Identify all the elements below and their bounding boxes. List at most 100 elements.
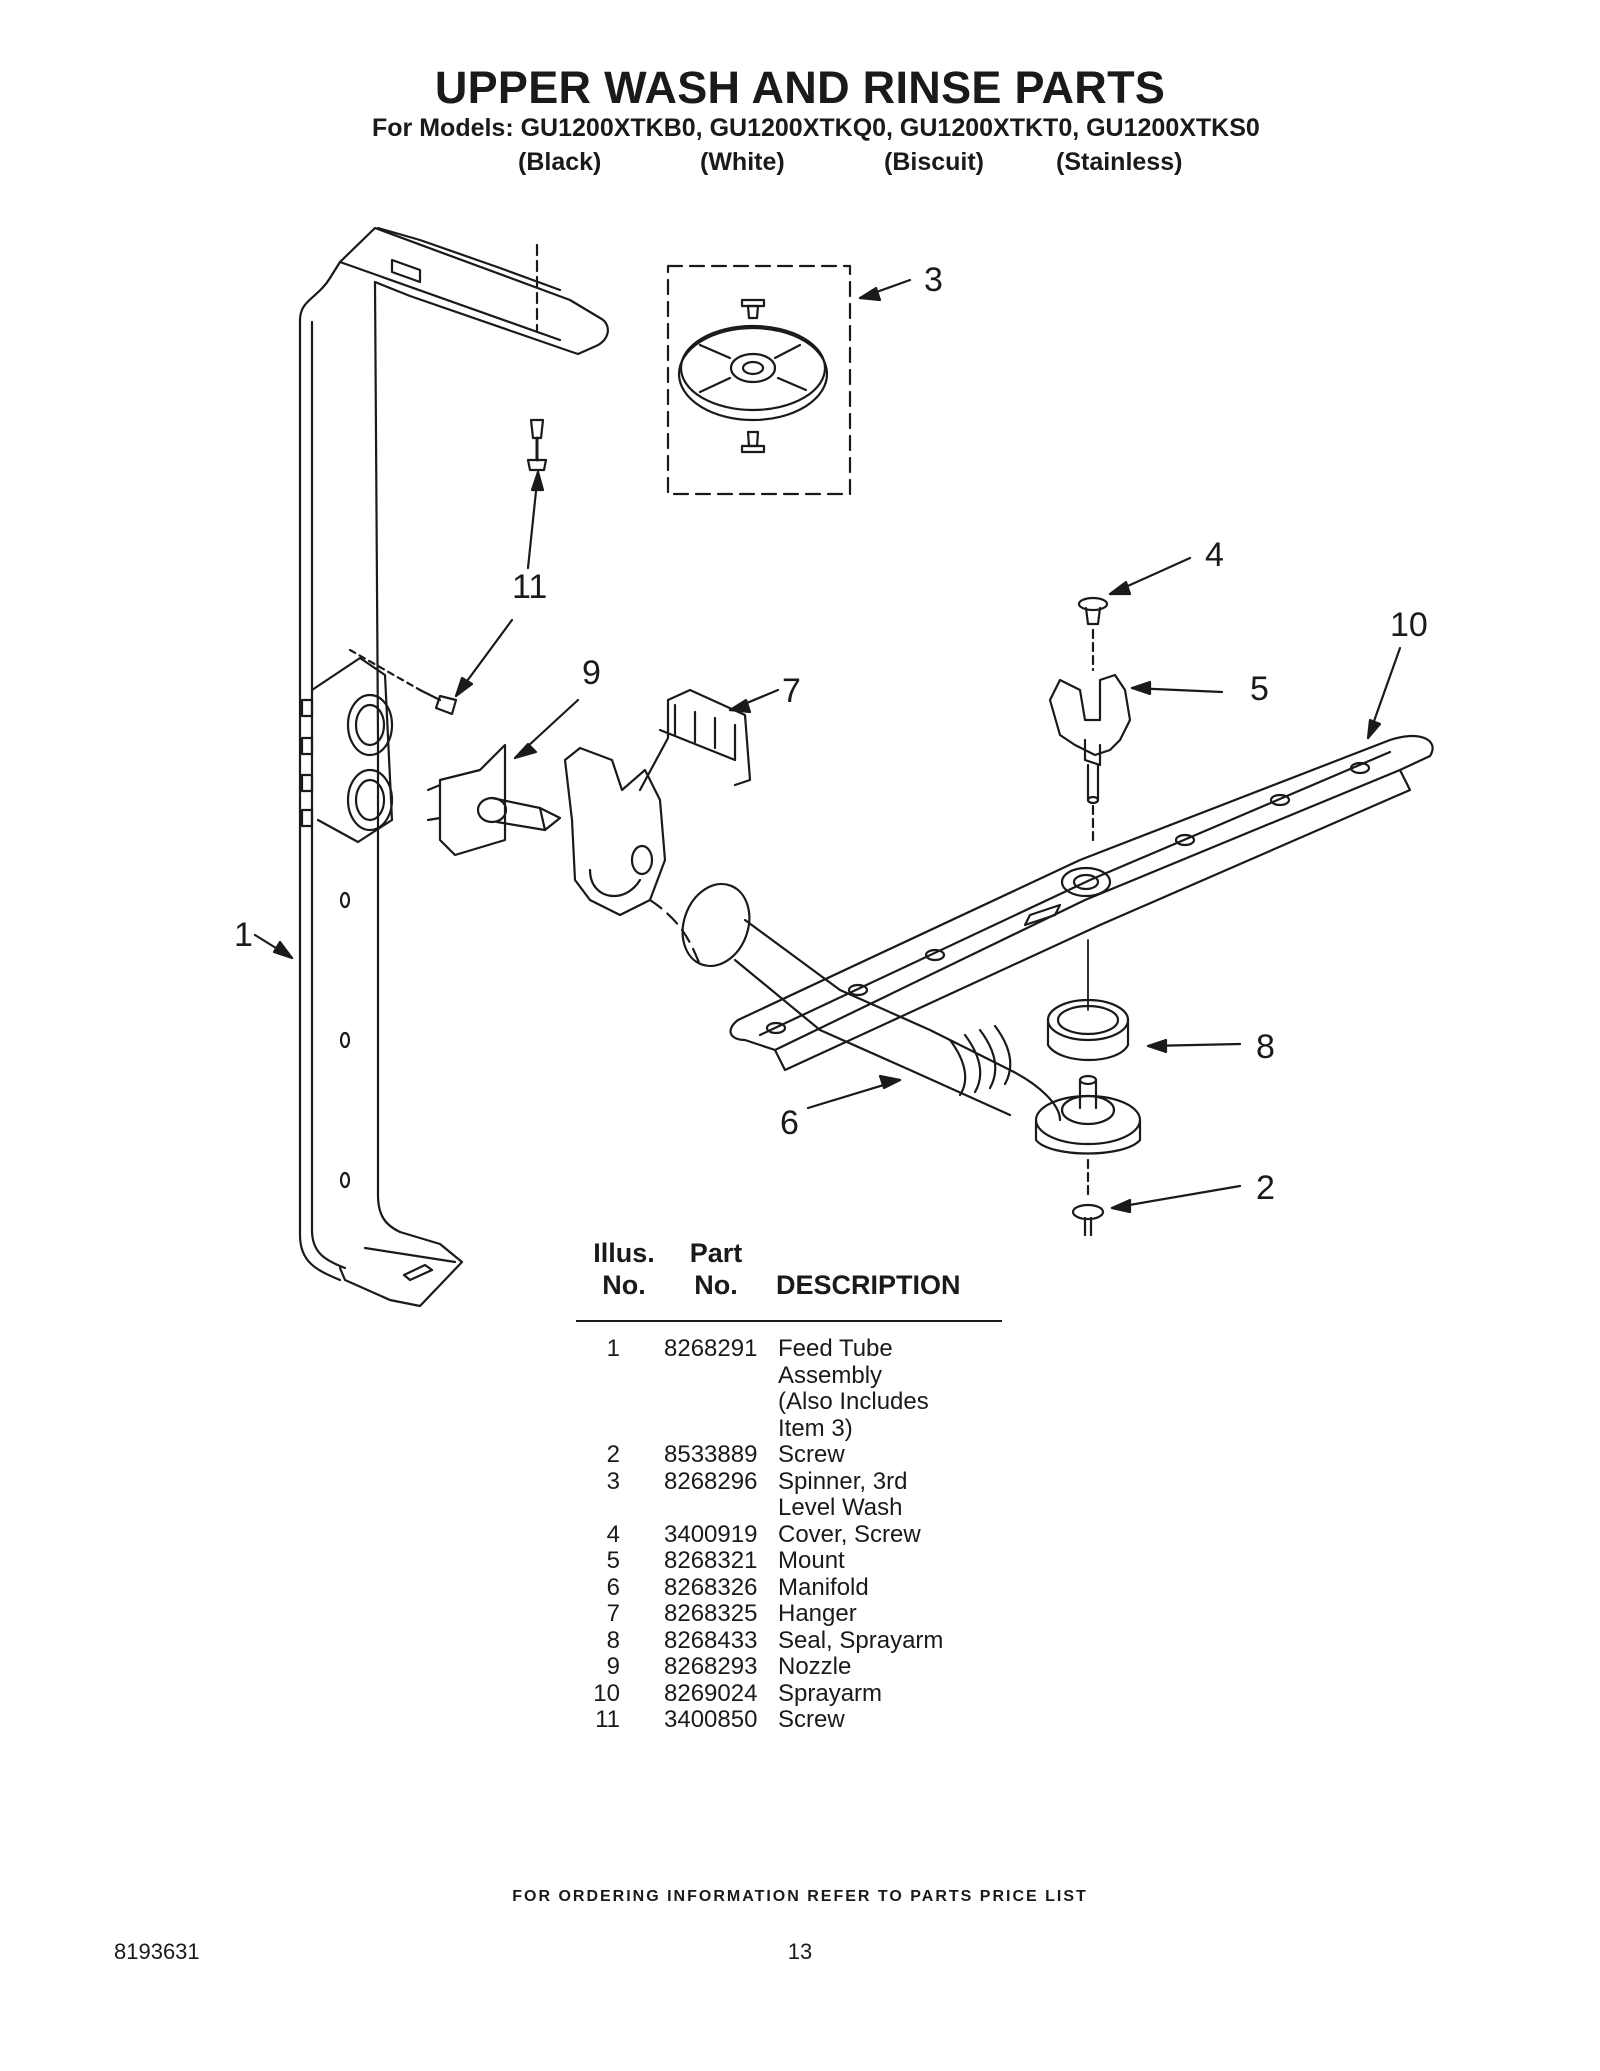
part-number: 8268296 bbox=[664, 1467, 758, 1495]
description-line: Hanger bbox=[778, 1600, 857, 1627]
screw-11-lower bbox=[348, 648, 458, 716]
description-line: Seal, Sprayarm bbox=[778, 1626, 944, 1654]
callout-3: 3 bbox=[924, 261, 943, 299]
table-row: 5 8268321 Mount bbox=[0, 1547, 1600, 1575]
finish-stainless: (Stainless) bbox=[1056, 148, 1183, 176]
table-row: 9 8268293 Nozzle bbox=[0, 1653, 1600, 1681]
hanger bbox=[563, 688, 752, 917]
leader-arrows bbox=[253, 278, 1402, 1214]
illus-number: 10 bbox=[593, 1679, 620, 1707]
callout-9: 9 bbox=[582, 654, 601, 692]
illus-number: 8 bbox=[606, 1626, 620, 1654]
part-description: Nozzle bbox=[778, 1653, 852, 1681]
callout-10: 10 bbox=[1390, 606, 1428, 644]
callout-1: 1 bbox=[234, 916, 253, 954]
illus-number: 9 bbox=[606, 1653, 620, 1680]
table-row: 10 8269024 Sprayarm bbox=[0, 1679, 1600, 1708]
description-line: Level Wash bbox=[778, 1494, 903, 1521]
exploded-parts-diagram: 1 2 3 4 5 6 7 8 9 10 11 bbox=[234, 226, 1434, 1308]
part-number: 8268325 bbox=[664, 1600, 758, 1627]
inlet-ports bbox=[300, 656, 394, 844]
table-row: 4 3400919 Cover, Screw bbox=[0, 1520, 1600, 1549]
description-line: Manifold bbox=[778, 1573, 869, 1601]
table-row: 7 8268325 Hanger bbox=[0, 1600, 1600, 1628]
description-line: Sprayarm bbox=[778, 1679, 883, 1707]
illus-number: 7 bbox=[606, 1600, 620, 1627]
part-number: 8268326 bbox=[664, 1573, 758, 1601]
callout-4: 4 bbox=[1205, 536, 1224, 574]
document-number: 8193631 bbox=[114, 1939, 200, 1964]
screw-hub-2 bbox=[1034, 1074, 1142, 1237]
table-row: 2 8533889 Screw bbox=[0, 1441, 1600, 1469]
finish-biscuit: (Biscuit) bbox=[884, 148, 984, 176]
illus-number: 2 bbox=[606, 1441, 620, 1468]
manifold bbox=[648, 882, 1062, 1122]
part-description: Cover, Screw bbox=[778, 1520, 921, 1549]
part-number: 8268293 bbox=[664, 1653, 758, 1680]
page-title: UPPER WASH AND RINSE PARTS bbox=[434, 62, 1166, 113]
ordering-note: FOR ORDERING INFORMATION REFER TO PARTS … bbox=[512, 1888, 1088, 1905]
col-illus-header-top: Illus. bbox=[593, 1238, 655, 1268]
part-description: Seal, Sprayarm bbox=[778, 1626, 944, 1655]
part-number: 8268321 bbox=[664, 1547, 758, 1574]
spinner-3rd-level bbox=[666, 264, 852, 496]
callout-2: 2 bbox=[1256, 1169, 1275, 1207]
illus-number: 4 bbox=[606, 1520, 620, 1548]
illus-number: 1 bbox=[606, 1335, 620, 1362]
part-number: 8268291 bbox=[664, 1335, 758, 1362]
part-description: Screw bbox=[778, 1441, 845, 1469]
col-description-header: DESCRIPTION bbox=[776, 1270, 961, 1300]
description-line: Item 3) bbox=[778, 1414, 853, 1442]
sprayarm bbox=[729, 735, 1434, 1072]
description-line: (Also Includes bbox=[778, 1388, 929, 1415]
description-line: Cover, Screw bbox=[778, 1520, 921, 1548]
col-part-header-top: Part bbox=[689, 1238, 743, 1268]
illus-number: 3 bbox=[606, 1467, 620, 1495]
models-line: For Models: GU1200XTKB0, GU1200XTKQ0, GU… bbox=[372, 114, 1260, 142]
description-line: Spinner, 3rd bbox=[778, 1467, 908, 1495]
description-line: Screw bbox=[778, 1441, 845, 1468]
table-header-rule bbox=[576, 1320, 1002, 1322]
col-part-header-bottom: No. bbox=[694, 1270, 738, 1300]
part-number: 8268433 bbox=[664, 1626, 758, 1654]
part-description: Mount bbox=[778, 1547, 845, 1575]
illus-number: 11 bbox=[595, 1706, 620, 1733]
part-description: Sprayarm bbox=[778, 1679, 883, 1708]
illus-number: 5 bbox=[606, 1547, 620, 1574]
callout-8: 8 bbox=[1256, 1028, 1275, 1066]
page-number: 13 bbox=[787, 1939, 813, 1964]
part-number: 8269024 bbox=[664, 1679, 758, 1707]
callout-5: 5 bbox=[1250, 670, 1269, 708]
part-description: Screw bbox=[778, 1706, 845, 1734]
mount bbox=[1048, 673, 1132, 842]
description-line: Nozzle bbox=[778, 1653, 852, 1680]
table-row: 8 8268433 Seal, Sprayarm bbox=[0, 1626, 1600, 1655]
part-number: 3400919 bbox=[664, 1520, 758, 1548]
part-description: Hanger bbox=[778, 1600, 857, 1628]
table-row: 6 8268326 Manifold bbox=[0, 1573, 1600, 1602]
screw-cover bbox=[1077, 596, 1109, 672]
description-line: Mount bbox=[778, 1547, 845, 1574]
illus-number: 6 bbox=[606, 1573, 620, 1601]
finish-black: (Black) bbox=[518, 148, 602, 176]
description-line: Feed Tube bbox=[778, 1335, 893, 1362]
description-line: Assembly bbox=[778, 1361, 883, 1389]
feed-tube-assembly bbox=[298, 226, 609, 1308]
part-number: 8533889 bbox=[664, 1441, 758, 1468]
nozzle bbox=[426, 743, 562, 857]
callout-6: 6 bbox=[780, 1104, 799, 1142]
finish-white: (White) bbox=[700, 148, 785, 176]
screw-11-upper bbox=[526, 243, 548, 472]
callout-7: 7 bbox=[782, 672, 801, 710]
callout-11: 11 bbox=[512, 568, 547, 606]
col-illus-header-bottom: No. bbox=[602, 1270, 646, 1300]
part-description: Manifold bbox=[778, 1573, 869, 1602]
description-line: Screw bbox=[778, 1706, 845, 1733]
table-row: 11 3400850 Screw bbox=[0, 1706, 1600, 1734]
part-number: 3400850 bbox=[664, 1706, 758, 1733]
